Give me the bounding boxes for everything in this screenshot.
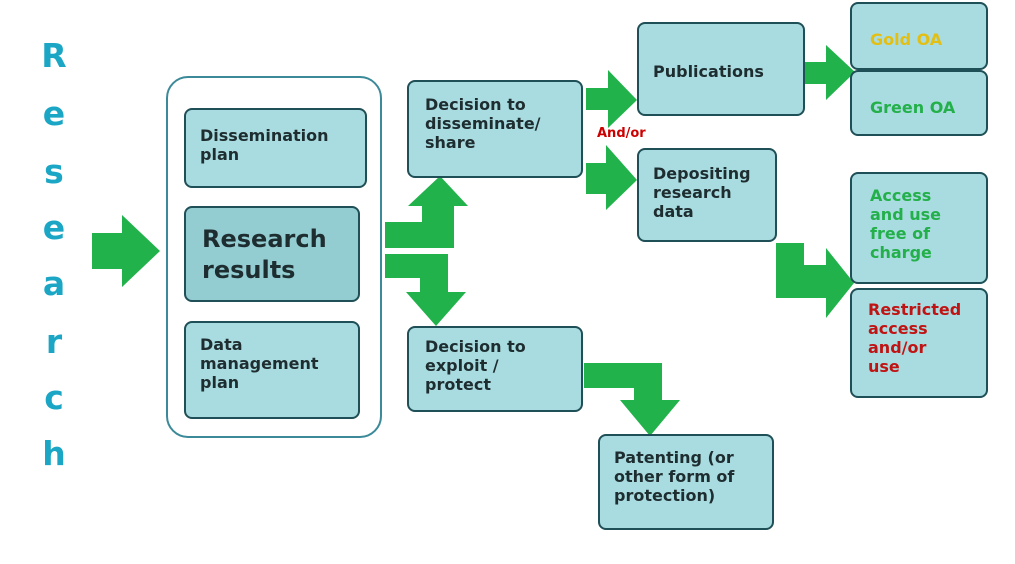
title-letter: s (44, 152, 64, 191)
depositing-data-box: Depositing research data (637, 148, 777, 242)
and-or-label: And/or (597, 126, 646, 141)
title-letter: e (42, 94, 66, 133)
title-letter: c (44, 378, 64, 417)
title-letter: r (45, 322, 63, 361)
decision-disseminate-box: Decision to disseminate/ share (407, 80, 583, 178)
arrow-to-depositing (586, 145, 637, 210)
arrow-to-exploit (385, 254, 466, 326)
title-letter: h (42, 434, 66, 473)
arrow-to-patenting (584, 363, 680, 436)
green-oa-box: Green OA (850, 70, 988, 136)
title-letter: R (41, 36, 67, 75)
restricted-access-box: Restricted access and/or use (850, 288, 988, 398)
publications-box: Publications (637, 22, 805, 116)
patenting-box: Patenting (or other form of protection) (598, 434, 774, 530)
arrow-to-publications (586, 70, 637, 128)
arrow-to-disseminate (385, 176, 468, 248)
dissemination-plan-box: Dissemination plan (184, 108, 367, 188)
gold-oa-box: Gold OA (850, 2, 988, 70)
arrow-input (92, 215, 160, 287)
decision-exploit-box: Decision to exploit / protect (407, 326, 583, 412)
title-letter: a (42, 264, 66, 303)
data-management-plan-box: Data management plan (184, 321, 360, 419)
arrow-to-access (776, 243, 854, 318)
access-free-box: Access and use free of charge (850, 172, 988, 284)
title-letter: e (42, 208, 66, 247)
research-results-box: Research results (184, 206, 360, 302)
arrow-to-oa (804, 45, 855, 100)
